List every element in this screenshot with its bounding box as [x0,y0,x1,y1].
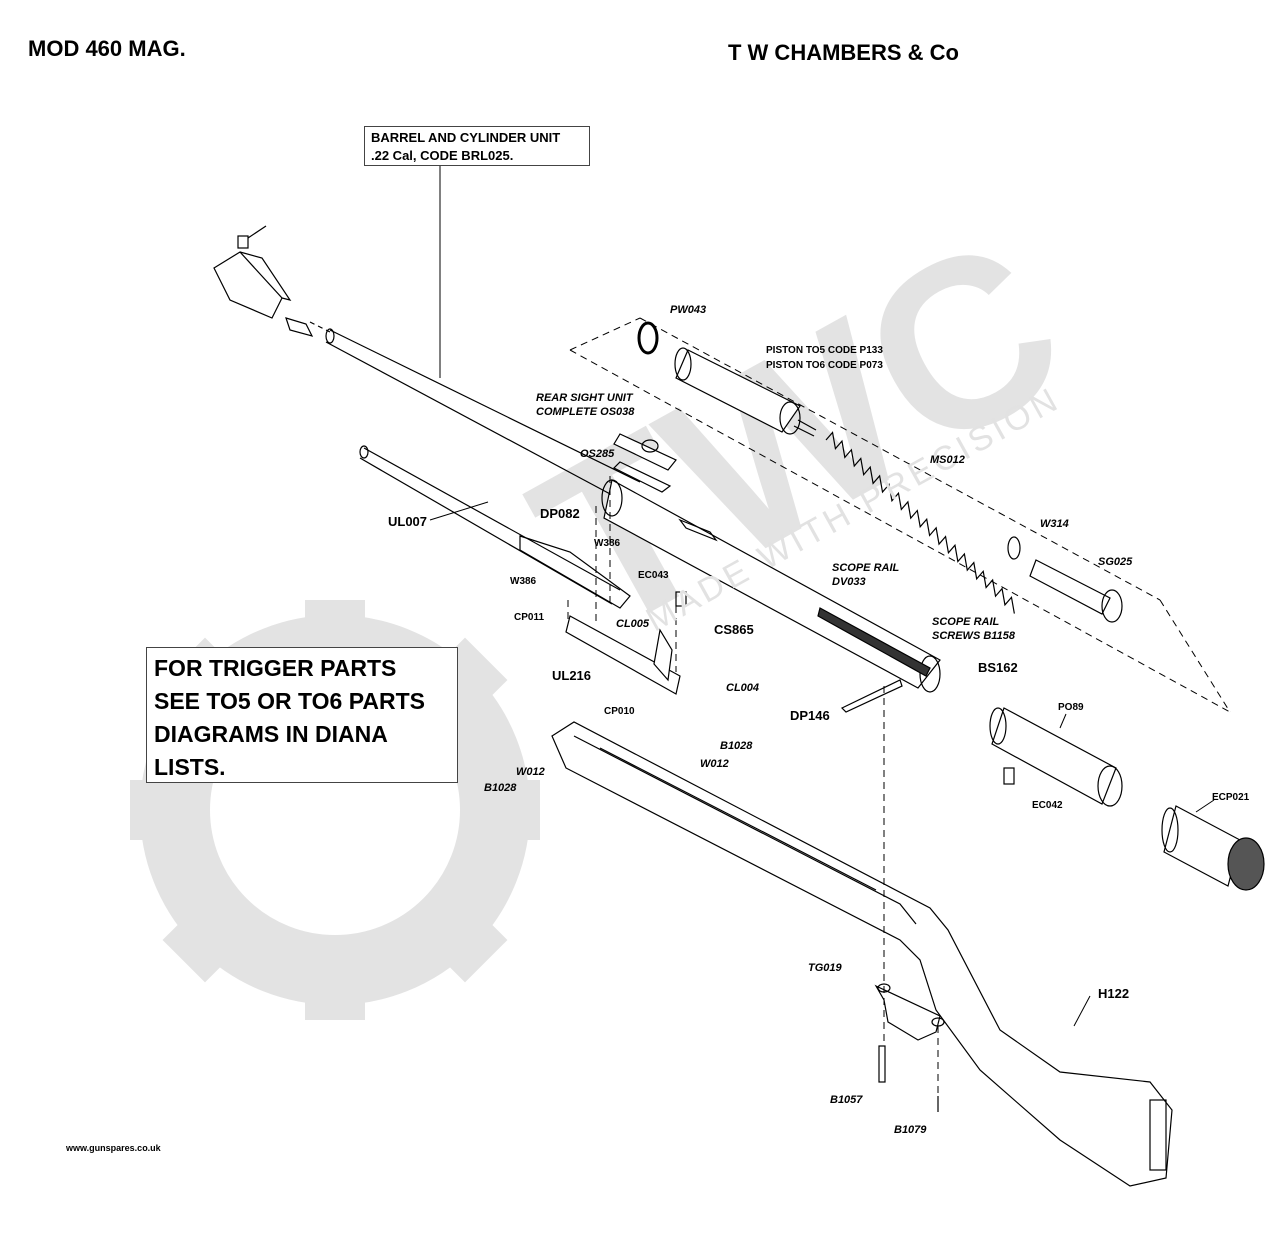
end-cap-part [1161,805,1265,891]
label-w012-a: W012 [700,758,729,770]
label-w386-a: W386 [594,538,621,549]
label-ec043: EC043 [638,570,669,581]
label-ms012: MS012 [930,454,965,466]
label-bs162: BS162 [978,660,1018,675]
footer-url: www.gunspares.co.uk [66,1143,161,1153]
scope-screw-dp146-part [840,679,903,713]
label-cp011: CP011 [514,612,545,623]
trigger-note-line2: SEE TO5 OR TO6 PARTS [154,688,425,714]
trigger-note-line1: FOR TRIGGER PARTS [154,655,397,681]
label-ecp021: ECP021 [1212,792,1250,803]
model-title: MOD 460 MAG. [28,36,186,61]
label-w314: W314 [1040,518,1069,530]
trigger-unit-part [565,591,687,695]
under-lever-part [359,445,631,609]
barrel-tube-part [309,321,641,496]
barrel-callout-line1: BARREL AND CYLINDER UNIT [371,130,561,145]
screw-b1057-part [878,1045,886,1083]
label-b1057: B1057 [830,1094,863,1106]
label-w386-b: W386 [510,576,537,587]
label-rear-sight-1: REAR SIGHT UNIT [536,392,633,404]
label-po89: PO89 [1058,702,1084,713]
washer-w314-part [1007,536,1021,560]
label-scope-rail-1: SCOPE RAIL [832,562,900,574]
leader-lines [429,166,1215,1027]
trigger-note-line3: DIAGRAMS IN DIANA [154,721,388,747]
trigger-parts-note: FOR TRIGGER PARTS SEE TO5 OR TO6 PARTS D… [146,647,458,783]
label-piston-to5: PISTON TO5 CODE P133 [766,345,883,356]
label-tg019: TG019 [808,962,842,974]
label-scope-screws-1: SCOPE RAIL [932,616,1000,628]
assembly-lines [567,317,1231,1094]
scope-rail-part [817,607,931,677]
label-pw043: PW043 [670,304,707,316]
label-rear-sight-2: COMPLETE OS038 [536,406,635,418]
label-ec042: EC042 [1032,800,1063,811]
label-sg025: SG025 [1098,556,1133,568]
barrel-cylinder-callout: BARREL AND CYLINDER UNIT .22 Cal, CODE B… [364,126,590,166]
front-sight-part [213,225,314,337]
label-cl004: CL004 [726,682,760,694]
label-dp146: DP146 [790,708,830,723]
trigger-note-line4: LISTS. [154,754,226,780]
rear-sight-part [612,433,677,493]
label-w012-b: W012 [516,766,545,778]
label-b1028-b: B1028 [484,782,517,794]
spring-guide-part [1029,559,1123,623]
label-ul007: UL007 [388,514,428,529]
label-dp082: DP082 [540,506,580,521]
label-scope-rail-2: DV033 [832,576,866,588]
label-scope-screws-2: SCREWS B1158 [932,630,1015,642]
company-title: T W CHAMBERS & Co [728,40,959,65]
label-os285: OS285 [580,448,615,460]
piston-part [674,347,817,437]
stock-part [551,721,1173,1187]
label-b1028-a: B1028 [720,740,753,752]
label-b1079: B1079 [894,1124,927,1136]
barrel-callout-line2: .22 Cal, CODE BRL025. [371,148,514,163]
label-cl005: CL005 [616,618,650,630]
label-ul216: UL216 [552,668,592,683]
end-plug-part [989,707,1123,807]
label-cp010: CP010 [604,706,635,717]
label-h122: H122 [1098,986,1130,1001]
label-piston-to6: PISTON TO6 CODE P073 [766,360,883,371]
piston-washer-part [637,321,659,355]
label-cs865: CS865 [714,622,754,637]
